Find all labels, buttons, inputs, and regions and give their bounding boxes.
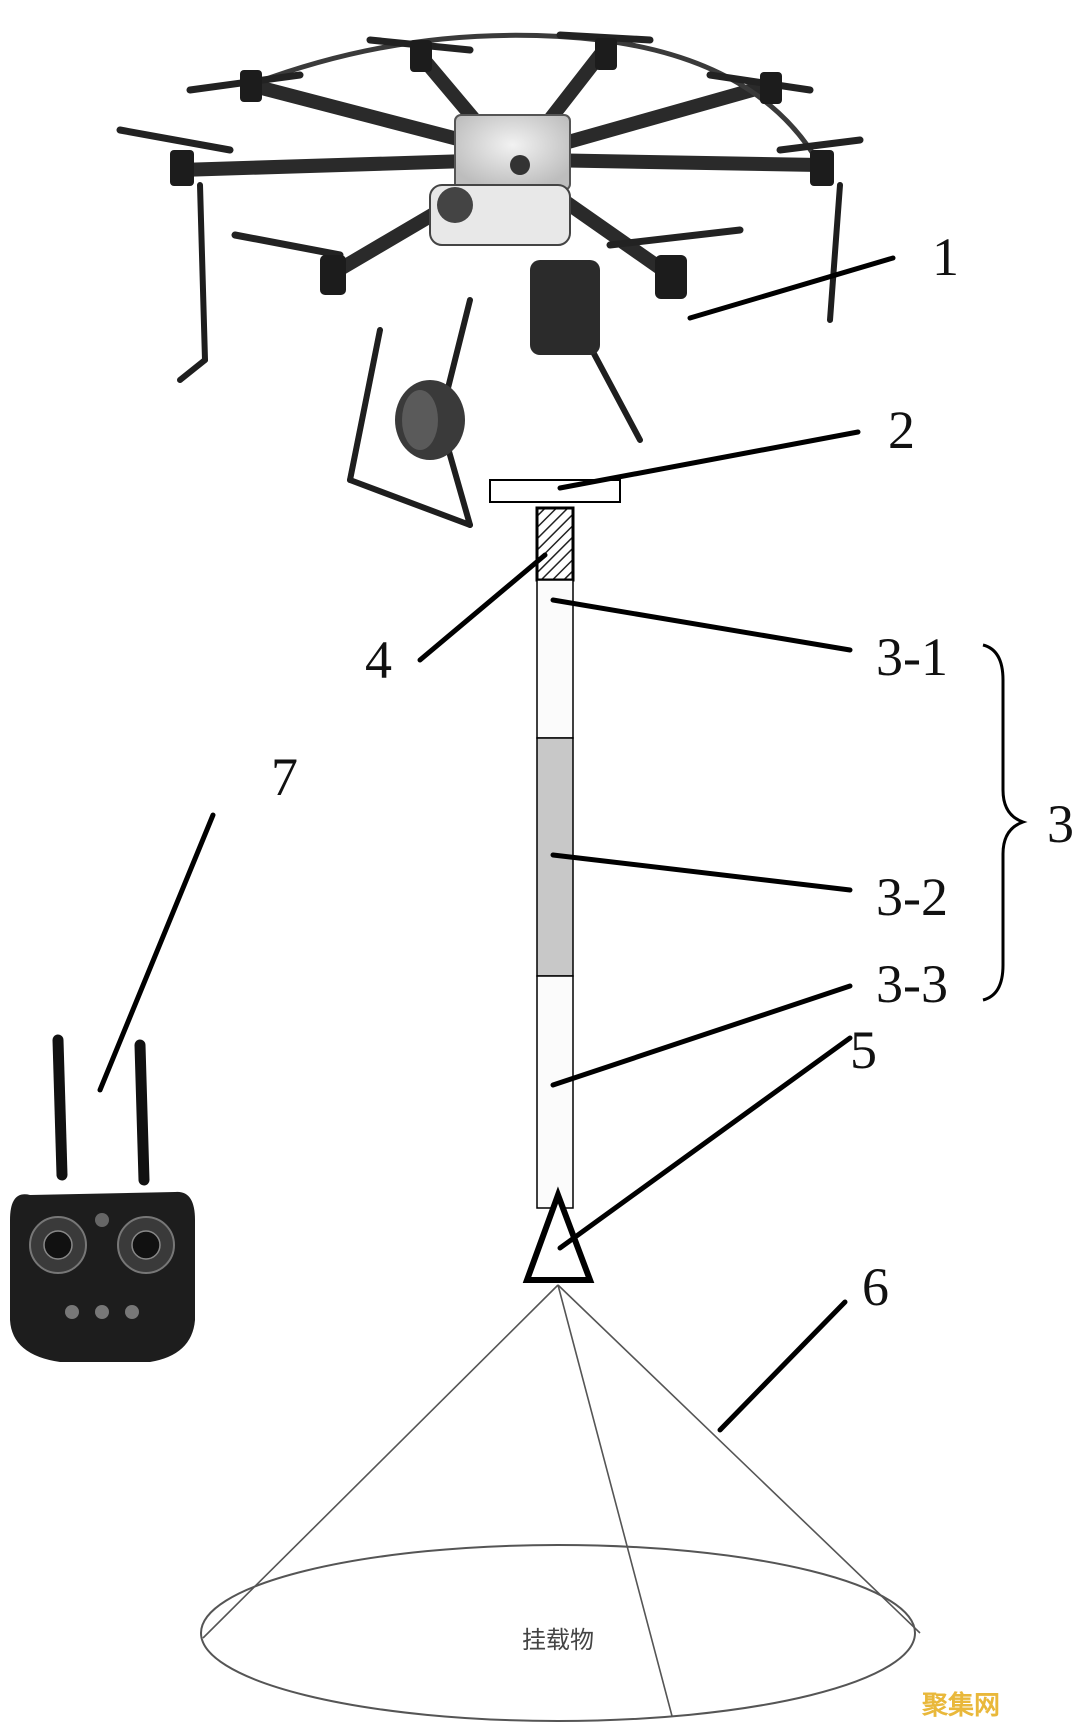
label-5: 5 (850, 1020, 877, 1080)
label-6: 6 (862, 1257, 889, 1317)
label-1: 1 (932, 227, 959, 287)
rope-cone (202, 1284, 921, 1717)
bracket-3 (982, 643, 1028, 1002)
label-7: 7 (271, 747, 298, 807)
label-3-1: 3-1 (876, 627, 948, 687)
label-3-2: 3-2 (876, 867, 948, 927)
drone-illustration (116, 31, 864, 528)
label-3: 3 (1047, 794, 1074, 854)
remote-controller (10, 1034, 195, 1362)
label-4: 4 (365, 630, 392, 690)
hatched-connector (535, 506, 575, 582)
label-3-3: 3-3 (876, 954, 948, 1014)
rod-segment-3-3 (536, 975, 574, 1209)
leader-lines (97, 255, 896, 1433)
label-2: 2 (888, 400, 915, 460)
mounting-plate (489, 479, 621, 503)
payload-ellipse (200, 1544, 916, 1722)
payload-label: 挂载物 (522, 1626, 594, 1654)
rod-segment-3-1 (536, 579, 574, 739)
watermark: 聚集网 (921, 1690, 1000, 1721)
